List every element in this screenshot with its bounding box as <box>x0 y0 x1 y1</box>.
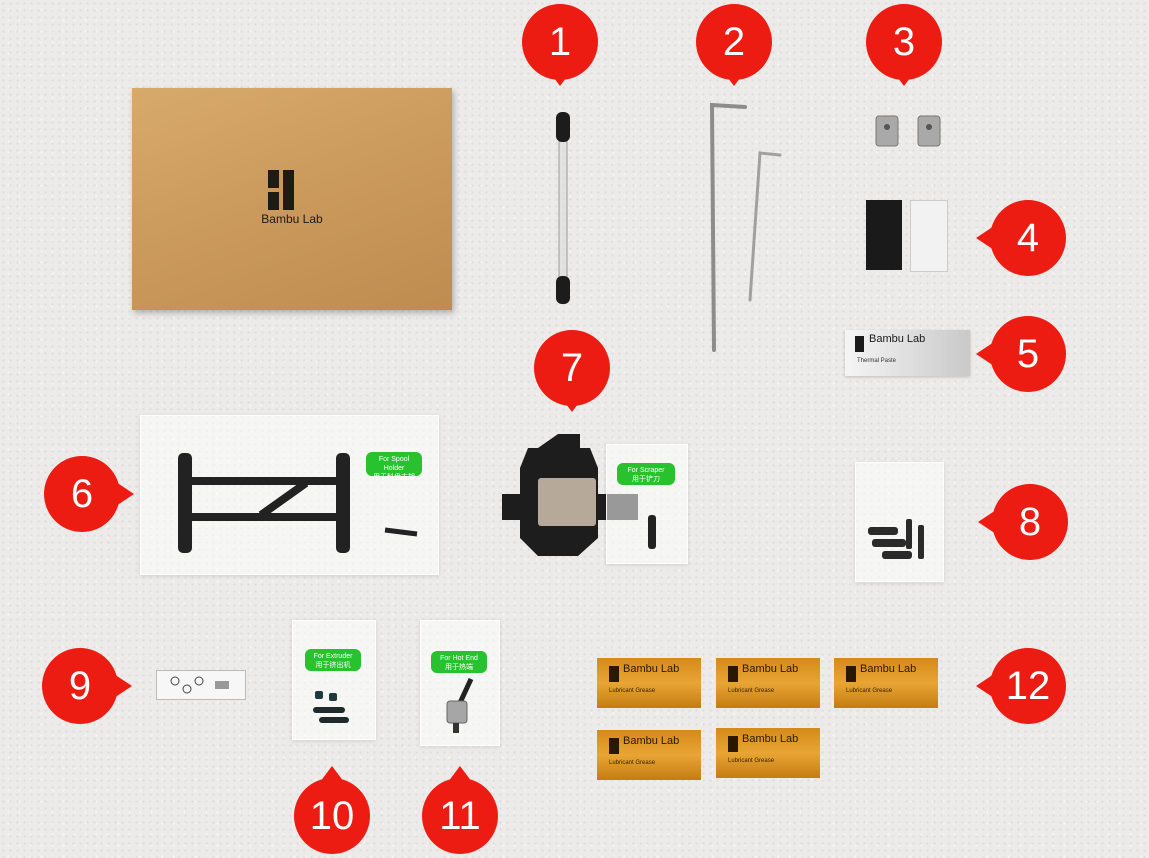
ptfe-tube <box>556 112 570 304</box>
scraper-screws <box>648 515 656 549</box>
screws-bag <box>855 462 944 582</box>
sticker <box>156 670 246 700</box>
adhesive-pad <box>910 200 948 272</box>
screws <box>868 519 924 559</box>
marker-8: 8 <box>978 484 1068 560</box>
marker-11: 11 <box>422 766 498 854</box>
marker-12: 12 <box>976 648 1066 724</box>
extruder-screws <box>313 691 349 723</box>
marker-10: 10 <box>294 766 370 854</box>
thermal-paste-sachet: Bambu Lab Thermal Paste <box>845 330 970 376</box>
marker-6: 6 <box>44 456 134 532</box>
marker-5: 5 <box>976 316 1066 392</box>
sticker-holes <box>170 676 229 694</box>
metal-clips <box>875 115 941 147</box>
marker-1: 1 <box>522 4 598 86</box>
thermal-paste-brand: Bambu Lab <box>869 333 926 345</box>
marker-2: 2 <box>696 4 772 86</box>
box-brand-text: Bambu Lab <box>261 212 323 226</box>
marker-4: 4 <box>976 200 1066 276</box>
marker-3: 3 <box>866 4 942 86</box>
hot-end-part <box>446 677 474 733</box>
spool-holder <box>178 453 350 553</box>
bambu-logo <box>268 170 294 210</box>
spool-holder-screw <box>384 527 418 537</box>
marker-7: 7 <box>534 330 610 412</box>
bambu-lab-box: Bambu Lab <box>132 88 452 310</box>
foam-pad <box>866 200 902 270</box>
thermal-paste-name: Thermal Paste <box>857 358 897 364</box>
marker-9: 9 <box>42 648 132 724</box>
hex-keys <box>709 102 782 352</box>
